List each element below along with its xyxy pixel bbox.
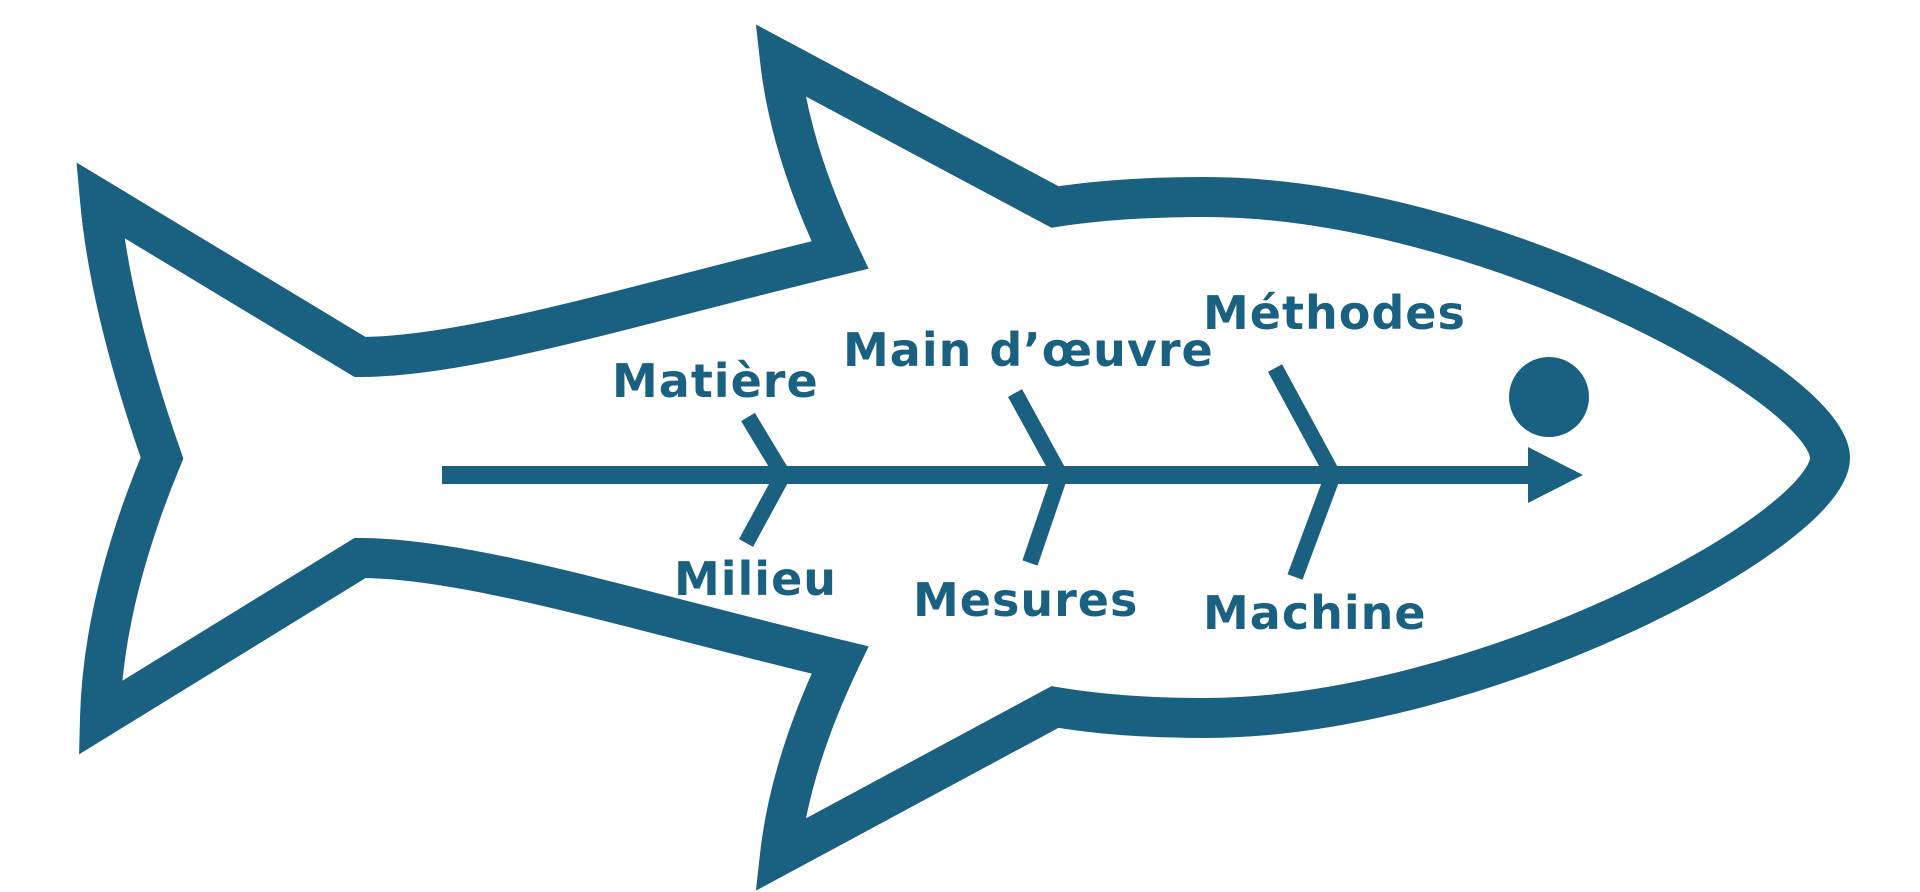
fish-eye [1509,357,1589,437]
label-mesures: Mesures [913,573,1138,627]
bone-methodes [1267,364,1341,479]
fish-outline [76,24,1851,891]
bone-machine [1287,472,1341,580]
bone-mesures [1022,472,1068,566]
bone-matiere [741,412,790,480]
label-main-doeuvre: Main d’œuvre [843,323,1214,377]
bone-milieu [738,471,791,547]
label-milieu: Milieu [674,552,837,606]
bone-main-doeuvre [1007,389,1068,479]
label-methodes: Méthodes [1203,286,1466,340]
spine-arrowhead [1528,447,1583,503]
label-machine: Machine [1203,586,1427,640]
label-matiere: Matière [612,354,819,408]
